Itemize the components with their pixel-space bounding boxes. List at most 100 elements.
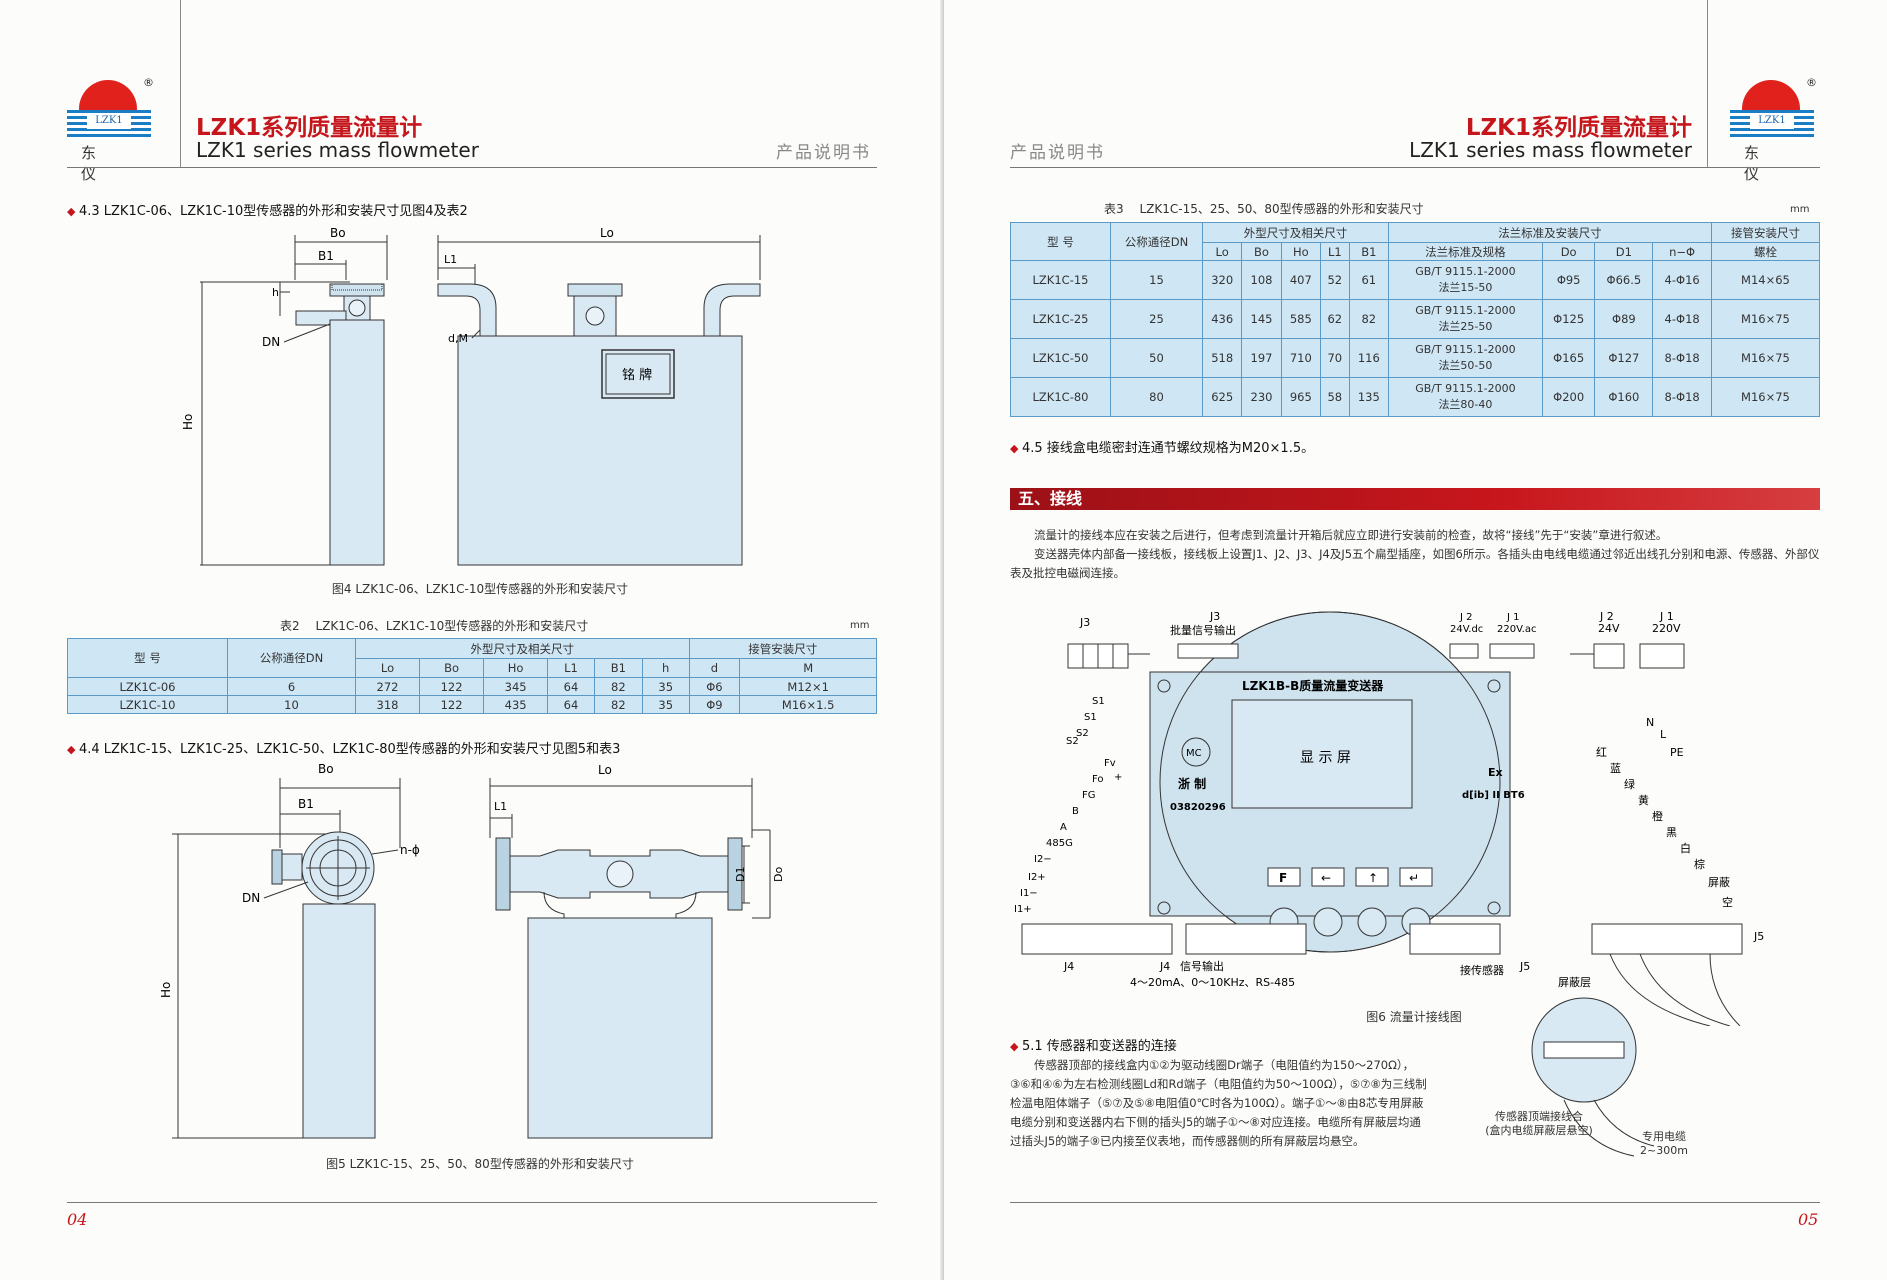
svg-text:蓝: 蓝	[1610, 762, 1621, 775]
th-sub: h	[641, 658, 690, 678]
svg-text:信号输出: 信号输出	[1180, 959, 1224, 973]
svg-text:A: A	[1060, 822, 1067, 833]
label-DN: DN	[262, 335, 280, 349]
title-cn: LZK1系列质量流量计	[1465, 115, 1692, 141]
svg-text:24V.dc: 24V.dc	[1450, 624, 1483, 635]
cert-number: 03820296	[1170, 802, 1226, 813]
svg-text:J5: J5	[1519, 960, 1530, 973]
label-h: h	[272, 286, 279, 299]
company-logo: LZK1 东 仪 ®	[67, 76, 154, 183]
label-B1: B1	[318, 249, 334, 263]
svg-text:绿: 绿	[1624, 777, 1635, 791]
th-model: 型 号	[67, 638, 228, 678]
th-sub: Ho	[483, 658, 549, 678]
svg-text:FG: FG	[1082, 790, 1096, 801]
svg-text:Fv: Fv	[1104, 758, 1116, 769]
key-row: F ← ↑ ↵	[1267, 867, 1433, 887]
th-sub: d	[688, 658, 741, 678]
svg-text:↵: ↵	[1409, 871, 1419, 885]
paragraph-3: 传感器顶部的接线盒内①②为驱动线圈Dr端子（电阻值约为150～270Ω），③⑥和…	[1010, 1058, 1427, 1148]
svg-text:S2: S2	[1076, 728, 1089, 739]
svg-text:I2−: I2−	[1034, 854, 1052, 865]
svg-text:220V.ac: 220V.ac	[1497, 624, 1536, 635]
label-dM: d,M	[448, 332, 468, 345]
th-sub: M	[739, 658, 877, 678]
title-en: LZK1 series mass flowmeter	[196, 138, 479, 162]
svg-text:Fo: Fo	[1092, 774, 1104, 785]
label-L1: L1	[444, 253, 457, 266]
zhi-label: 浙 制	[1178, 776, 1206, 791]
device-title: LZK1B-B质量流量变送器	[1242, 678, 1384, 693]
label-Lo: Lo	[600, 226, 614, 240]
label-Ho: Ho	[160, 982, 173, 998]
header-divider	[1707, 0, 1708, 168]
label-D1: D1	[734, 867, 747, 882]
svg-text:220V: 220V	[1652, 622, 1681, 635]
svg-text:橙: 橙	[1652, 809, 1663, 823]
svg-text:I1−: I1−	[1020, 888, 1038, 899]
ex-class: d[ib] II BT6	[1462, 790, 1525, 801]
svg-text:↑: ↑	[1368, 871, 1378, 885]
svg-text:J 2: J 2	[1459, 612, 1473, 623]
th-pipe: 接管安装尺寸	[688, 638, 878, 659]
header-rule	[67, 167, 877, 168]
table-2-unit: mm	[850, 620, 870, 631]
display-label: 显 示 屏	[1300, 750, 1351, 766]
right-page: LZK1 东 仪 ® LZK1系列质量流量计 LZK1 series mass …	[944, 0, 1887, 1280]
svg-text:J3: J3	[1209, 610, 1220, 623]
th-sub: Bo	[419, 658, 485, 678]
label-Lo: Lo	[598, 763, 612, 777]
th-sub: L1	[547, 658, 595, 678]
title-en: LZK1 series mass flowmeter	[1409, 138, 1692, 162]
manual-label: 产品说明书	[1010, 143, 1105, 163]
table-2-title: 表2 LZK1C-06、LZK1C-10型传感器的外形和安装尺寸	[280, 619, 589, 633]
header-divider	[180, 0, 181, 168]
label-Do: Do	[772, 867, 785, 882]
figure-5-caption: 图5 LZK1C-15、25、50、80型传感器的外形和安装尺寸	[326, 1157, 634, 1171]
label-L1: L1	[494, 800, 507, 813]
label-DN: DN	[242, 891, 260, 905]
figure-4: Bo B1 h DN Ho 铭 牌 Lo L1 d,M	[181, 226, 761, 566]
svg-text:4～20mA、0～10KHz、RS-485: 4～20mA、0～10KHz、RS-485	[1130, 976, 1295, 989]
svg-text:L: L	[1660, 728, 1667, 741]
footer-rule	[67, 1202, 877, 1203]
section-4-5: 4.5 接线盒电缆密封连通节螺纹规格为M20×1.5。	[1010, 437, 1314, 456]
svg-text:S1: S1	[1092, 696, 1105, 707]
label-Bo: Bo	[330, 226, 346, 240]
svg-text:24V: 24V	[1598, 622, 1620, 635]
title-cn: LZK1系列质量流量计	[196, 115, 423, 141]
svg-text:485G: 485G	[1046, 838, 1073, 849]
svg-text:黄: 黄	[1638, 793, 1649, 807]
figure-6-caption: 图6 流量计接线图	[1366, 1010, 1462, 1024]
table-3-title: 表3 LZK1C-15、25、50、80型传感器的外形和安装尺寸	[1104, 202, 1424, 216]
svg-text:屏蔽: 屏蔽	[1708, 876, 1730, 889]
terminal-note: 传感器顶端接线合(盒内电缆屏蔽层悬空)	[1485, 1110, 1593, 1137]
label-Ho: Ho	[181, 414, 195, 430]
svg-text:J4: J4	[1159, 960, 1170, 973]
label-B1: B1	[298, 797, 314, 811]
key-f	[1267, 867, 1301, 887]
svg-text:红: 红	[1596, 746, 1607, 759]
svg-text:空: 空	[1722, 895, 1733, 909]
th-dims: 外型尺寸及相关尺寸	[355, 638, 690, 659]
paragraph-2: 变送器壳体内部备一接线板，接线板上设置J1、J2、J3、J4及J5五个扁型插座，…	[1010, 547, 1820, 580]
section-4-4: 4.4 LZK1C-15、LZK1C-25、LZK1C-50、LZK1C-80型…	[67, 738, 620, 757]
svg-text:J4: J4	[1063, 960, 1074, 973]
svg-text:B: B	[1072, 806, 1079, 817]
svg-text:I2+: I2+	[1028, 872, 1046, 883]
svg-text:屏蔽层: 屏蔽层	[1558, 976, 1591, 989]
svg-text:S1: S1	[1084, 712, 1097, 723]
section-4-3: 4.3 LZK1C-06、LZK1C-10型传感器的外形和安装尺寸见图4及表2	[67, 200, 468, 219]
figure-4-caption: 图4 LZK1C-06、LZK1C-10型传感器的外形和安装尺寸	[331, 582, 629, 596]
ex-mark: Ex	[1488, 766, 1503, 779]
section-5-1: 5.1 传感器和变送器的连接	[1010, 1035, 1177, 1054]
svg-text:PE: PE	[1670, 746, 1684, 759]
paragraph-1: 流量计的接线本应在安装之后进行，但考虑到流量计开箱后就应立即进行安装前的检查，故…	[1034, 528, 1668, 542]
th-sub: B1	[593, 658, 643, 678]
